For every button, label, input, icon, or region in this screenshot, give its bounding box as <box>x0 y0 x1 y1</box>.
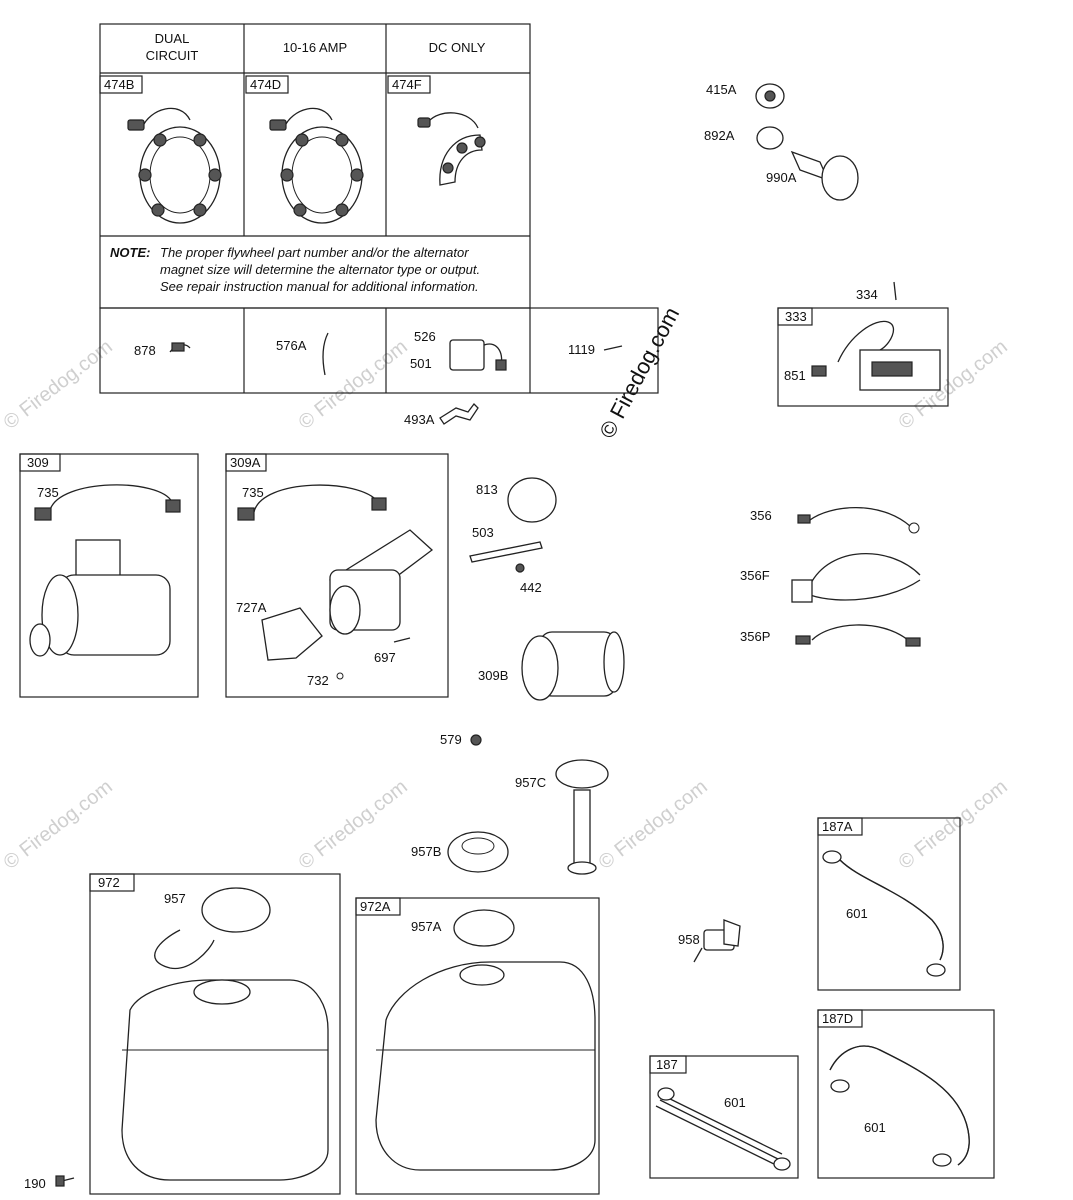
label-727A: 727A <box>236 600 267 615</box>
label-501: 501 <box>410 356 432 371</box>
tag-187: 187 <box>656 1057 678 1072</box>
part-309A-starter-drawing <box>261 529 434 661</box>
label-990A: 990A <box>766 170 797 185</box>
label-732: 732 <box>307 673 329 688</box>
part-187-hose <box>659 1099 781 1161</box>
watermark: © Firedog.com <box>895 776 1012 874</box>
label-601-187A: 601 <box>846 906 868 921</box>
part-972-fuel-tank <box>121 887 329 1181</box>
part-309-starter-drawing <box>29 539 171 657</box>
part-356-wire <box>809 507 911 527</box>
part-334-screw <box>893 281 897 301</box>
tag-474F: 474F <box>392 77 422 92</box>
tag-187D: 187D <box>822 1011 853 1026</box>
part-813-clamp <box>507 477 557 523</box>
label-356: 356 <box>750 508 772 523</box>
alternator-table: DUAL CIRCUIT 10-16 AMP DC ONLY 474B 474D… <box>99 23 659 394</box>
table-note-line2: magnet size will determine the alternato… <box>160 262 480 277</box>
watermark: © Firedog.com <box>0 336 117 434</box>
part-187D-hose <box>829 1045 970 1166</box>
label-579: 579 <box>440 732 462 747</box>
watermark: © Firedog.com <box>0 776 117 874</box>
label-1119: 1119 <box>568 342 595 357</box>
tag-474B: 474B <box>104 77 134 92</box>
label-892A: 892A <box>704 128 735 143</box>
label-601-187: 601 <box>724 1095 746 1110</box>
label-851: 851 <box>784 368 806 383</box>
label-957-972: 957 <box>164 891 186 906</box>
label-735-309: 735 <box>37 485 59 500</box>
part-501-regulator <box>449 339 485 371</box>
watermark: © Firedog.com <box>295 776 412 874</box>
part-892A-plug <box>756 126 784 150</box>
label-601-187D: 601 <box>864 1120 886 1135</box>
table-note-line1: The proper flywheel part number and/or t… <box>160 245 469 260</box>
label-309B: 309B <box>478 668 508 683</box>
tag-309A: 309A <box>230 455 261 470</box>
tag-474D: 474D <box>250 77 281 92</box>
part-851-clip <box>811 365 827 377</box>
part-493A-bracket <box>439 403 479 425</box>
stator-amp-drawing <box>269 107 364 224</box>
label-526: 526 <box>414 329 436 344</box>
label-356P: 356P <box>740 629 770 644</box>
part-1119-screw <box>603 345 623 351</box>
label-957A: 957A <box>411 919 442 934</box>
part-356P-wire <box>811 624 909 641</box>
part-309B-starter-drawing <box>521 631 625 701</box>
part-356F-wire <box>809 552 921 586</box>
tag-972A: 972A <box>360 899 391 914</box>
label-957B: 957B <box>411 844 441 859</box>
label-957C: 957C <box>515 775 546 790</box>
label-735-309A: 735 <box>242 485 264 500</box>
table-note-line3: See repair instruction manual for additi… <box>160 279 479 294</box>
stator-dc-only-drawing <box>417 112 486 186</box>
label-878: 878 <box>134 343 156 358</box>
label-576A: 576A <box>276 338 307 353</box>
label-334: 334 <box>856 287 878 302</box>
watermark-main: © Firedog.com <box>594 303 684 442</box>
tag-309: 309 <box>27 455 49 470</box>
stator-dual-circuit-drawing <box>127 107 222 224</box>
watermark: © Firedog.com <box>295 336 412 434</box>
label-442: 442 <box>520 580 542 595</box>
tag-972: 972 <box>98 875 120 890</box>
label-493A: 493A <box>404 412 435 427</box>
label-503: 503 <box>472 525 494 540</box>
tag-333: 333 <box>785 309 807 324</box>
table-header-amp: 10-16 AMP <box>283 40 347 55</box>
part-957C-cap-gauge <box>555 759 609 875</box>
label-356F: 356F <box>740 568 770 583</box>
label-190: 190 <box>24 1176 46 1191</box>
table-header-dc-only: DC ONLY <box>429 40 486 55</box>
label-958: 958 <box>678 932 700 947</box>
label-813: 813 <box>476 482 498 497</box>
part-972A-fuel-tank <box>375 909 596 1171</box>
part-503-bracket <box>469 541 543 563</box>
table-note-label: NOTE: <box>110 245 150 260</box>
label-415A: 415A <box>706 82 737 97</box>
part-957B-cap <box>447 831 509 873</box>
part-958-fuel-valve <box>693 919 741 963</box>
watermark: © Firedog.com <box>595 776 712 874</box>
table-header-dual-circuit: DUAL <box>155 31 190 46</box>
part-576A <box>322 332 329 376</box>
table-header-dual-circuit-line2: CIRCUIT <box>146 48 199 63</box>
tag-187A: 187A <box>822 819 853 834</box>
label-697: 697 <box>374 650 396 665</box>
